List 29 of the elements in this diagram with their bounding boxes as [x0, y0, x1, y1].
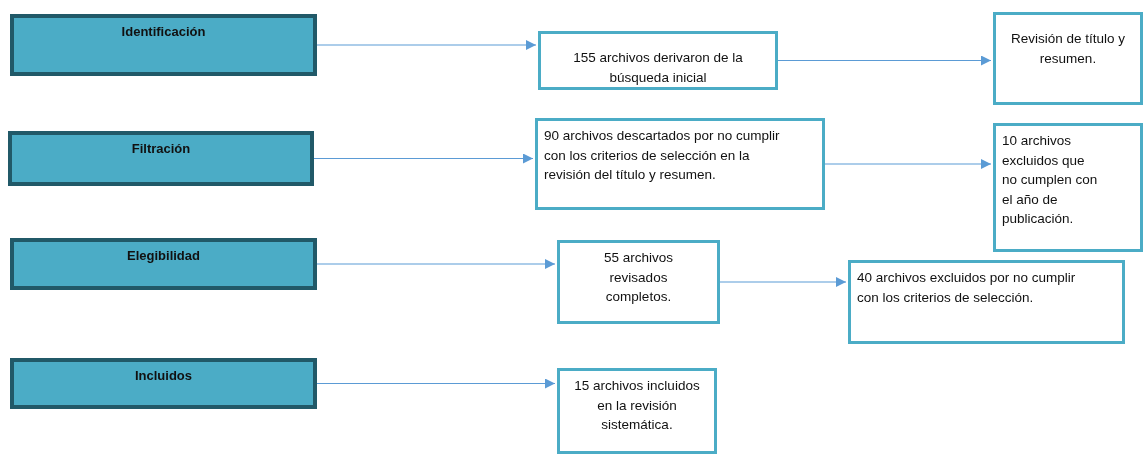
box-text: 15 archivos incluidos en la revisión sistemática.	[573, 377, 701, 435]
process-box	[557, 240, 720, 324]
stage-label: Identificación	[120, 24, 207, 39]
stage-box	[10, 238, 317, 290]
process-box	[993, 123, 1143, 252]
process-box	[538, 31, 778, 90]
box-text: Revisión de título y resumen.	[1009, 30, 1127, 68]
box-text: 90 archivos descartados por no cumplir con los criterios de selección en la revisión del título y resumen.	[544, 127, 781, 185]
process-box	[535, 118, 825, 210]
arrow	[824, 159, 992, 169]
box-text: 55 archivos revisados completos.	[602, 249, 674, 307]
arrow	[313, 153, 534, 164]
process-box	[848, 260, 1125, 344]
stage-box	[10, 14, 317, 76]
stage-box	[8, 131, 314, 186]
arrow	[719, 277, 847, 287]
box-text: 10 archivos excluidos que no cumplen con el año de publicación.	[1002, 132, 1099, 229]
stage-label: Incluidos	[133, 368, 194, 383]
process-box	[557, 368, 717, 454]
process-box	[993, 12, 1143, 105]
box-text: 155 archivos derivaron de la búsqueda inicial	[572, 49, 744, 87]
stage-label: Elegibilidad	[126, 248, 201, 263]
arrow	[316, 378, 556, 389]
stage-box	[10, 358, 317, 409]
arrow	[316, 259, 556, 269]
box-text: 40 archivos excluidos por no cumplir con los criterios de selección.	[857, 269, 1077, 307]
arrow	[316, 40, 537, 50]
stage-label: Filtración	[130, 141, 192, 156]
arrow	[777, 55, 992, 66]
